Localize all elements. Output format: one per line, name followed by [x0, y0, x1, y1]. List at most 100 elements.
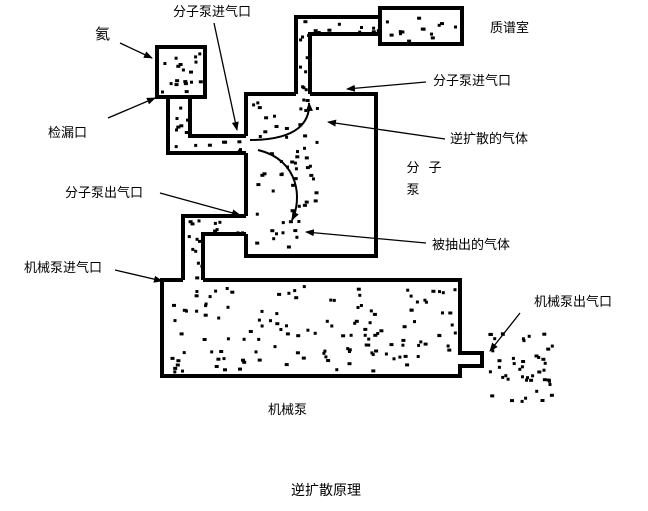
mol-inlet-right-pointer — [346, 81, 427, 92]
gas-particle — [446, 344, 450, 348]
mol-pump-char-2: 子 — [428, 161, 442, 176]
gas-particle — [194, 294, 199, 298]
diagram-caption: 逆扩散原理 — [291, 483, 361, 499]
gas-particle — [169, 82, 173, 86]
gas-particle — [175, 117, 179, 120]
gas-particle — [303, 20, 308, 24]
gas-particle — [256, 183, 261, 187]
back-diffused-pointer — [327, 119, 446, 140]
gas-particle — [314, 191, 319, 195]
gas-particle — [419, 340, 423, 344]
gas-particle — [529, 378, 534, 382]
gas-particle — [304, 109, 308, 112]
gas-particle — [422, 27, 426, 31]
gas-particle — [295, 235, 299, 239]
gas-particle — [226, 337, 230, 341]
gas-particle — [173, 370, 177, 374]
mol-inlet-top-pointer — [213, 22, 239, 131]
gas-particle — [295, 155, 300, 159]
mech-pump-outlet-label: 机械泵出气口 — [534, 295, 613, 310]
gas-particle — [385, 20, 389, 24]
gas-particle — [293, 229, 298, 233]
gas-particle — [191, 247, 195, 251]
gas-particle — [347, 362, 352, 366]
gas-particle — [256, 101, 260, 105]
gas-particle — [424, 300, 428, 304]
gas-particle — [298, 123, 303, 127]
gas-particle — [398, 30, 402, 34]
mol-pump-char-3: 泵 — [406, 183, 420, 198]
gas-particle — [389, 343, 394, 347]
gas-particle — [215, 228, 219, 232]
gas-particle — [203, 313, 208, 317]
gas-particle — [189, 70, 193, 74]
gas-particle — [176, 359, 181, 363]
gas-particle — [190, 222, 195, 226]
gas-particle — [304, 156, 309, 160]
gas-particle — [175, 128, 178, 132]
gas-particle — [181, 369, 184, 373]
back-diffused-gas-curve — [249, 102, 313, 141]
gas-particle — [337, 22, 341, 26]
gas-particle — [501, 375, 505, 379]
gas-particle — [304, 88, 308, 92]
gas-particle — [285, 324, 288, 328]
gas-particle — [299, 38, 303, 42]
gas-particle — [304, 200, 309, 204]
gas-particle — [521, 337, 525, 341]
gas-particle — [262, 172, 267, 176]
gas-particle — [174, 83, 179, 87]
gas-particle — [204, 302, 208, 306]
mass-chamber-box — [378, 6, 464, 46]
gas-particle — [450, 323, 454, 327]
gas-particle — [440, 22, 444, 26]
gas-particle — [417, 343, 421, 347]
helium-label: 氦 — [95, 25, 111, 43]
gas-particle — [402, 325, 407, 329]
gas-particle — [548, 379, 551, 383]
gas-particle — [252, 103, 256, 107]
gas-particle — [286, 245, 291, 249]
gas-particle — [208, 295, 212, 299]
gas-particle — [213, 221, 217, 225]
gas-particle — [541, 357, 546, 361]
gas-particle — [176, 125, 181, 129]
gas-particle — [373, 333, 378, 337]
gas-particle — [239, 148, 242, 152]
gas-particle — [194, 60, 198, 64]
gas-particle — [341, 334, 346, 338]
gas-particle — [242, 337, 246, 341]
gas-particle — [313, 29, 318, 33]
gas-particle — [187, 235, 191, 239]
gas-particle — [543, 361, 547, 365]
back-diffused-gas-label: 逆扩散的气体 — [450, 132, 529, 147]
gas-particle — [448, 311, 453, 315]
gas-particle — [260, 324, 264, 328]
gas-particle — [531, 374, 535, 378]
gas-particle — [293, 289, 297, 293]
gas-particle — [207, 143, 212, 147]
gas-particle — [219, 350, 224, 353]
gas-particle — [315, 107, 319, 110]
gas-particle — [287, 291, 291, 295]
gas-particle — [217, 316, 221, 320]
gas-particle — [406, 288, 410, 292]
gas-particle — [497, 359, 502, 363]
inlet-pipe — [294, 15, 380, 94]
gas-particle — [454, 25, 457, 29]
gas-particle — [527, 334, 531, 338]
gas-particle — [188, 220, 193, 224]
gas-particle — [264, 116, 269, 120]
gas-particle — [330, 324, 334, 328]
gas-particle — [356, 306, 360, 309]
gas-particle — [305, 166, 310, 170]
gas-particle — [512, 362, 516, 366]
gas-particle — [305, 56, 310, 60]
gas-particle — [401, 343, 405, 347]
gas-particle — [308, 164, 312, 168]
gas-particles — [161, 16, 554, 403]
gas-particle — [431, 289, 436, 293]
gas-particle — [360, 26, 363, 29]
gas-particle — [548, 383, 552, 386]
gas-particle — [409, 294, 413, 298]
